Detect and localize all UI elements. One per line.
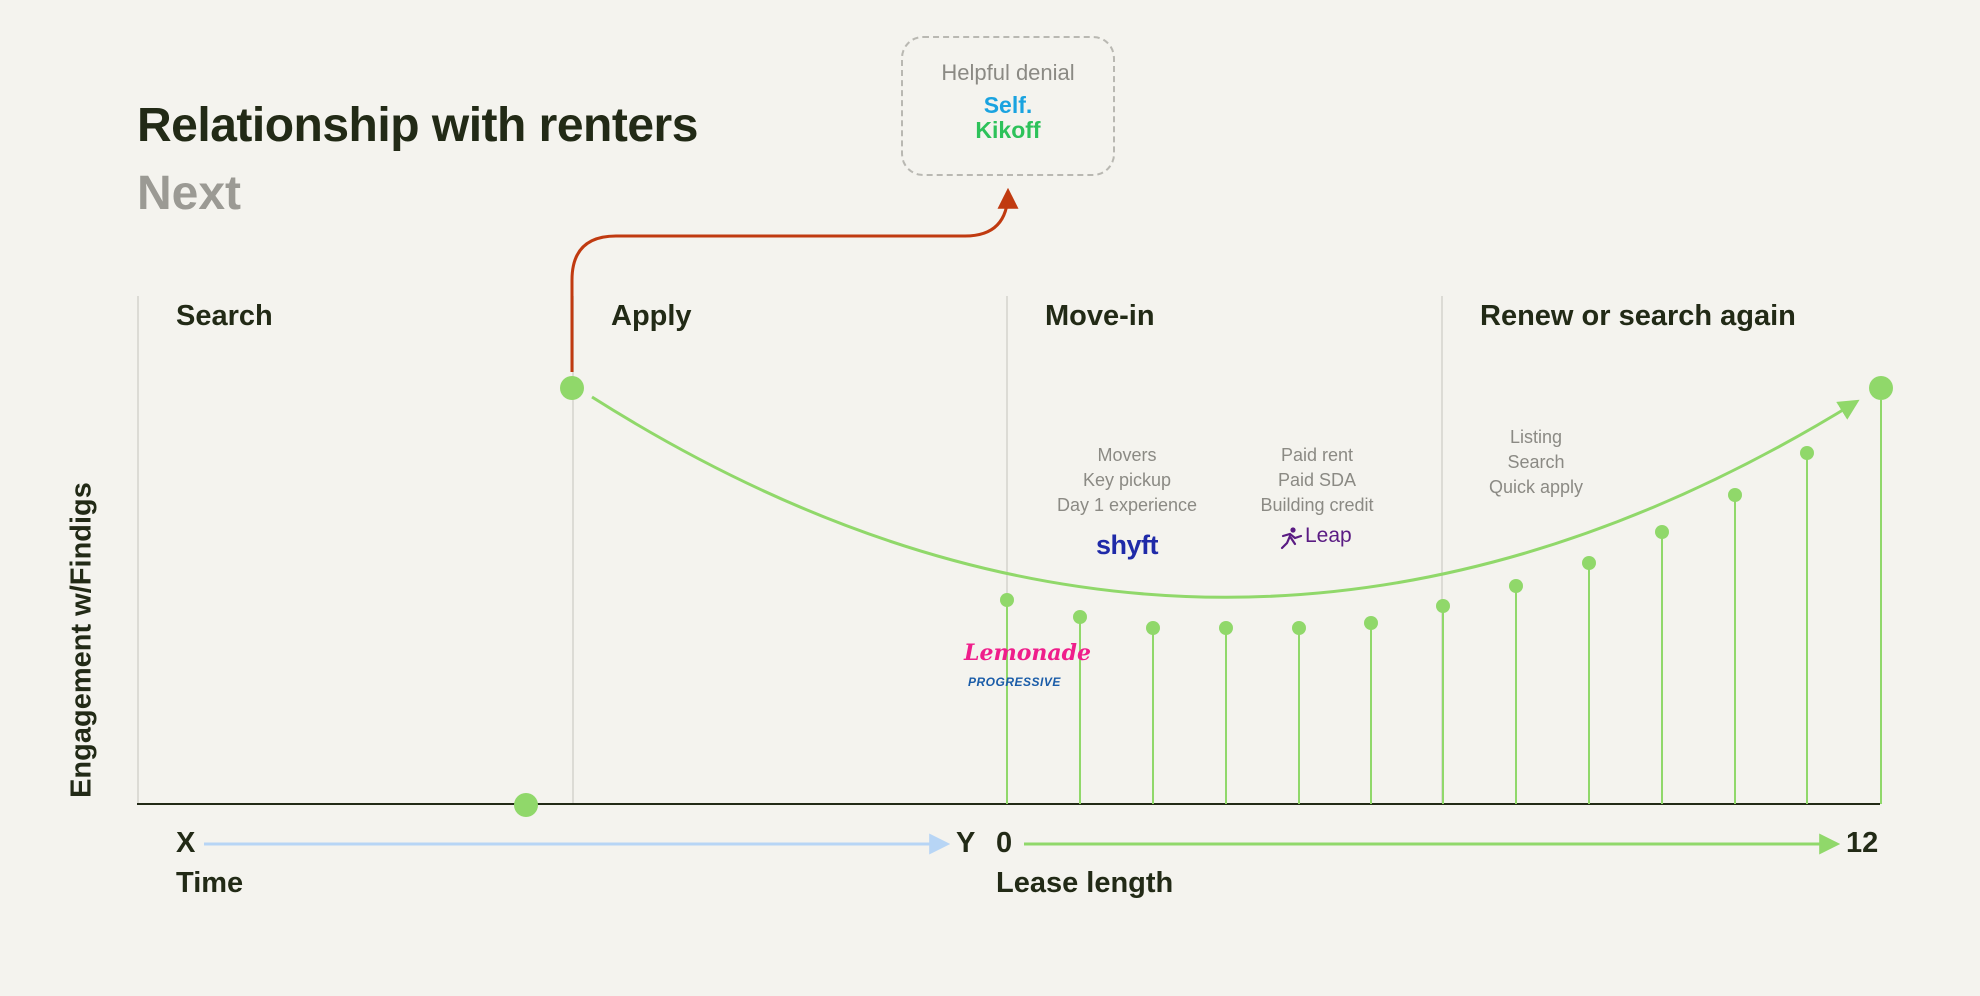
lemonade-logo: Lemonade <box>964 640 1092 666</box>
progressive-logo: PROGRESSIVE <box>968 675 1061 689</box>
self-logo: Self. <box>983 92 1033 118</box>
leap-logo: Leap <box>1305 524 1352 547</box>
renew-notes: Listing Search Quick apply <box>1488 427 1584 497</box>
month-dot <box>1509 579 1523 593</box>
time-axis-end: Y <box>956 827 976 859</box>
month-dot <box>1800 446 1814 460</box>
leap-runner-icon <box>1280 527 1303 550</box>
month-dot <box>1146 621 1160 635</box>
phase-renew: Renew or search again <box>1480 300 1796 332</box>
search-dot <box>514 793 538 817</box>
lease-axis-end: 12 <box>1846 827 1879 859</box>
month-dot <box>1292 621 1306 635</box>
renew-dot <box>1869 376 1893 400</box>
page-title: Relationship with renters <box>137 99 698 152</box>
kikoff-logo: Kikoff <box>975 117 1041 143</box>
lease-axis-start: 0 <box>996 827 1013 859</box>
phase-move-in: Move-in <box>1045 300 1155 332</box>
callout-title: Helpful denial <box>941 60 1075 85</box>
lease-axis-label: Lease length <box>996 867 1174 899</box>
movein-notes: Movers Key pickup Day 1 experience <box>1056 445 1198 515</box>
month-dot <box>1436 599 1450 613</box>
y-axis-label: Engagement w/Findigs <box>65 482 98 798</box>
month-dot <box>1582 556 1596 570</box>
phase-apply: Apply <box>611 300 692 332</box>
month-dot <box>1364 616 1378 630</box>
rent-notes: Paid rent Paid SDA Building credit <box>1260 445 1374 515</box>
page-subtitle: Next <box>137 167 242 220</box>
time-axis-label: Time <box>176 867 244 899</box>
time-axis-start: X <box>176 827 196 859</box>
month-dot <box>1728 488 1742 502</box>
month-dot <box>1655 525 1669 539</box>
phase-search: Search <box>176 300 273 332</box>
month-dot <box>1073 610 1087 624</box>
apply-dot <box>560 376 584 400</box>
helpful-denial-card: Helpful denial Self. Kikoff <box>901 36 1115 176</box>
engagement-curve <box>591 395 1860 599</box>
month-dot <box>1000 593 1014 607</box>
denial-branch-arrow <box>570 187 1019 372</box>
shyft-logo: shyft <box>1096 530 1159 560</box>
month-dot <box>1219 621 1233 635</box>
monthly-engagement-stems <box>1000 446 1814 804</box>
